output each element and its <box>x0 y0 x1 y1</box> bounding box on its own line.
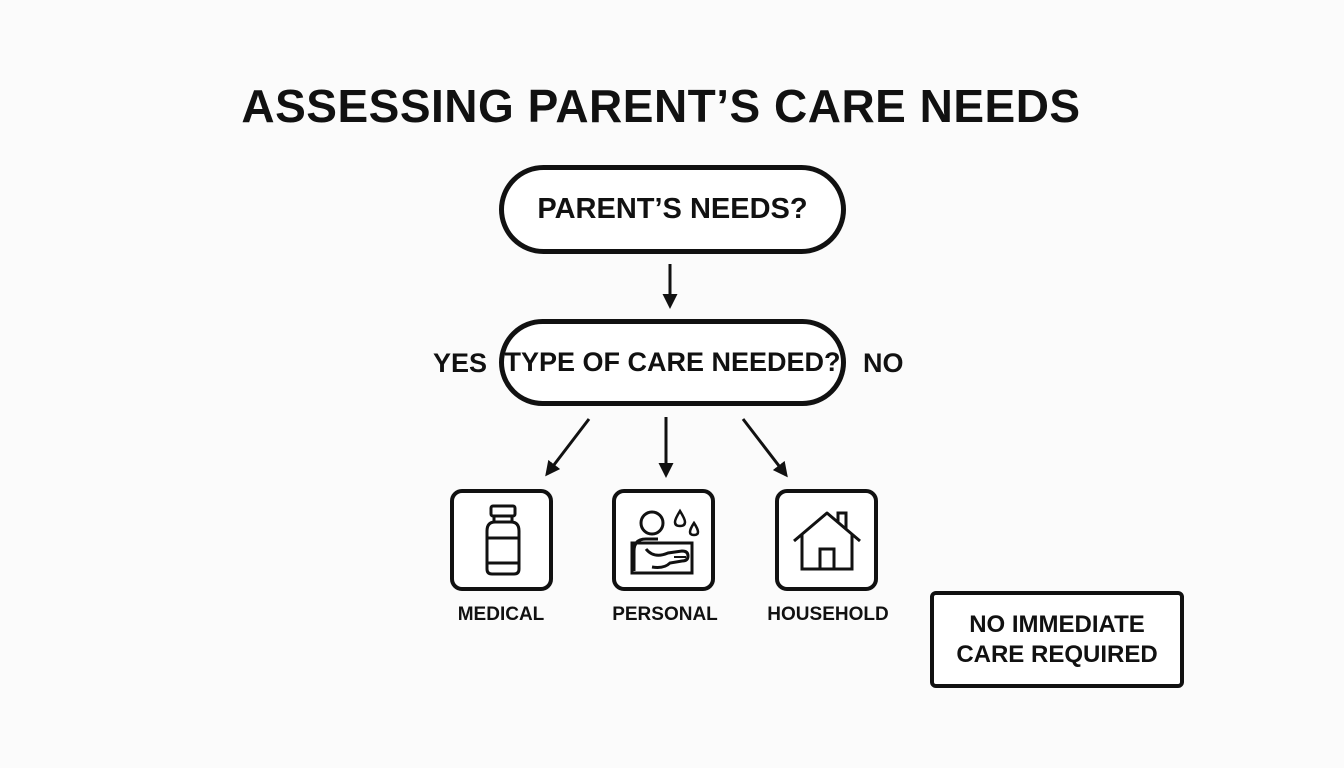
arrow-to-household <box>741 418 788 478</box>
yes-label: YES <box>433 348 488 378</box>
personal-box <box>612 489 715 591</box>
personal-care-icon <box>630 508 699 575</box>
decision-node: TYPE OF CARE NEEDED? <box>499 319 846 406</box>
decision-node-label: TYPE OF CARE NEEDED? <box>504 347 841 377</box>
diagram-title: ASSESSING PARENT’S CARE NEEDS <box>241 80 1081 132</box>
no-care-result-box: NO IMMEDIATE CARE REQUIRED <box>930 591 1184 688</box>
medical-box <box>450 489 553 591</box>
start-node-label: PARENT’S NEEDS? <box>537 193 808 225</box>
result-line-2: CARE REQUIRED <box>956 640 1158 668</box>
category-label-medical: MEDICAL <box>457 604 545 625</box>
medicine-bottle-icon <box>485 504 520 576</box>
house-icon <box>792 511 861 571</box>
category-label-personal: PERSONAL <box>612 604 718 625</box>
start-node: PARENT’S NEEDS? <box>499 165 846 254</box>
category-label-household: HOUSEHOLD <box>767 604 889 625</box>
no-label: NO <box>863 348 904 378</box>
result-line-1: NO IMMEDIATE <box>969 610 1145 638</box>
household-box <box>775 489 878 591</box>
arrow-to-medical <box>545 418 591 477</box>
